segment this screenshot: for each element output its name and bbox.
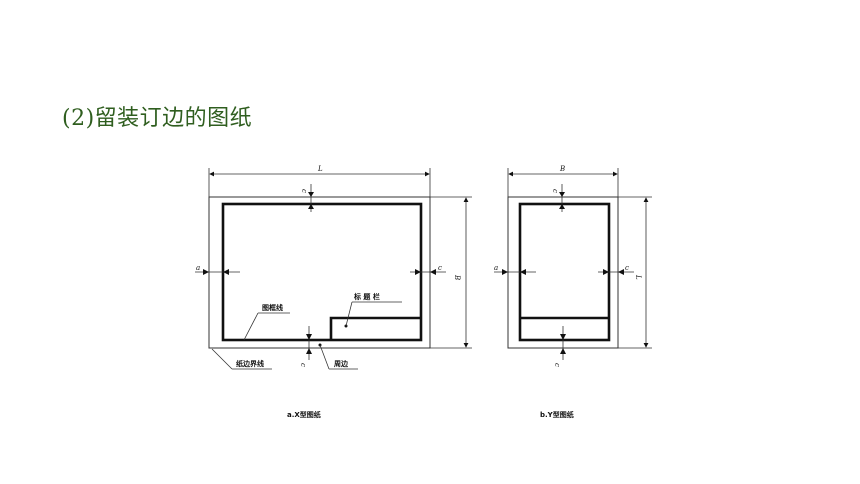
x-frame — [221, 202, 423, 342]
y-dim-c-right: c — [625, 264, 629, 272]
y-caption: b.Y型图纸 — [540, 410, 574, 419]
x-paper-edge — [208, 196, 431, 349]
y-dim-b: B — [559, 165, 565, 173]
y-dim-c-top: c — [551, 189, 559, 193]
x-dim-a: a — [196, 264, 200, 272]
x-label-paper-edge: 纸边界线 — [236, 359, 264, 368]
x-label-frame-line: 图框线 — [262, 303, 283, 312]
x-title-block — [329, 316, 421, 340]
x-dim-b: B — [453, 274, 461, 280]
y-type-drawing: B L c a c c b.Y型图纸 — [494, 165, 652, 419]
page-heading: (2)留装订边的图纸 — [62, 106, 253, 131]
x-type-drawing: L B c a c c 图框线 标 题 栏 — [195, 165, 472, 419]
x-label-margin: 周边 — [334, 359, 349, 368]
x-dim-c-top: c — [300, 189, 308, 193]
x-caption: a.X型图纸 — [287, 410, 321, 419]
x-label-title-block: 标 题 栏 — [353, 292, 380, 301]
x-dim-c-bottom: c — [299, 363, 307, 367]
y-dim-a: a — [494, 264, 498, 272]
y-dim-l: L — [634, 274, 642, 280]
x-dim-l: L — [317, 165, 323, 173]
y-dim-c-bottom: c — [553, 363, 561, 367]
x-dim-c-right: c — [438, 264, 442, 272]
